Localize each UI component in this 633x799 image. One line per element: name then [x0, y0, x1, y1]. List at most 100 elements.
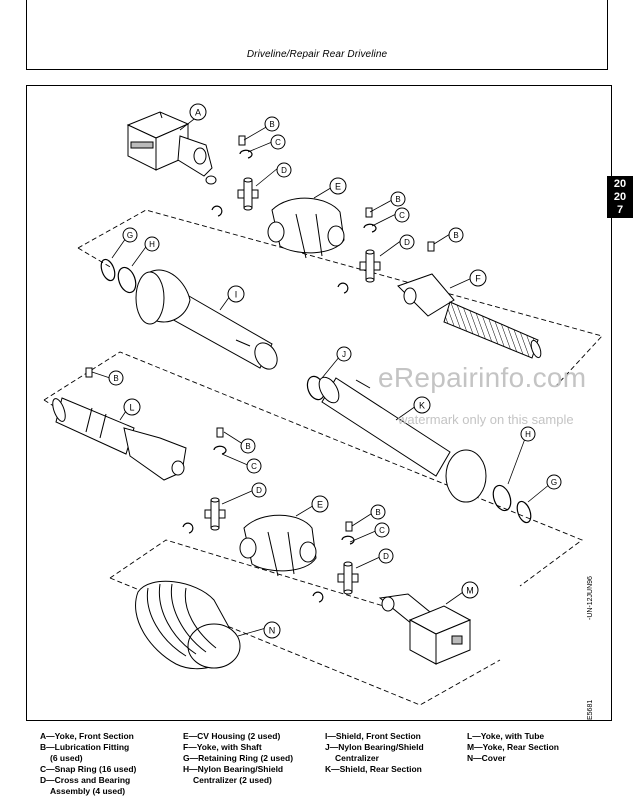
callout-n: N: [263, 621, 281, 639]
callout-d-2: D: [399, 234, 415, 250]
svg-text:D: D: [281, 166, 287, 175]
svg-text:G: G: [551, 478, 557, 487]
dashed-envelope-lower: [109, 539, 501, 706]
watermark-note: watermark only on this sample: [398, 412, 574, 427]
tab-line-2: 20: [613, 191, 627, 203]
legend-column-2: E—CV Housing (2 used) F—Yoke, with Shaft…: [183, 731, 293, 786]
svg-text:F: F: [475, 274, 481, 284]
svg-text:H: H: [149, 240, 155, 249]
callout-d-1: D: [276, 162, 292, 178]
legend-item-l: L—Yoke, with Tube: [467, 731, 545, 741]
shield-rear-section-part: [318, 376, 487, 503]
legend-item-m: M—Yoke, Rear Section: [467, 742, 559, 752]
callout-j: J: [336, 346, 352, 362]
svg-text:D: D: [256, 486, 262, 495]
legend-item-f: F—Yoke, with Shaft: [183, 742, 262, 752]
callout-b-3: B: [448, 227, 464, 243]
cv-housing-part-1: [267, 197, 345, 259]
cross-bearing-part-2: [359, 249, 381, 283]
svg-text:A: A: [195, 108, 201, 118]
legend-item-d-note: Assembly (4 used): [50, 786, 126, 796]
legend-item-g: G—Retaining Ring (2 used): [183, 753, 294, 763]
legend-item-c: C—Snap Ring (16 used): [40, 764, 137, 774]
shield-front-section-part: [135, 269, 278, 370]
svg-text:C: C: [275, 138, 281, 147]
legend-item-d: D—Cross and Bearing: [40, 775, 131, 785]
legend-column-3: I—Shield, Front Section J—Nylon Bearing/…: [325, 731, 424, 775]
svg-text:B: B: [395, 195, 400, 204]
cover-bellows-part: [135, 580, 241, 670]
tab-line-3: 7: [616, 204, 624, 216]
dashed-envelope-middle: [43, 351, 583, 587]
callout-l: L: [123, 398, 141, 416]
cross-bearing-part-3: [204, 497, 226, 531]
nylon-bearing-h-upper: [117, 266, 137, 294]
legend-item-h-note: Centralizer (2 used): [193, 775, 272, 785]
retaining-ring-g-lower: [516, 500, 532, 524]
callout-m: M: [461, 581, 479, 599]
callout-c-1: C: [270, 134, 286, 150]
lubrication-fittings: [85, 135, 435, 532]
callout-c-4: C: [374, 522, 390, 538]
callout-d-4: D: [378, 548, 394, 564]
svg-text:G: G: [127, 231, 133, 240]
callout-d-3: D: [251, 482, 267, 498]
svg-text:I: I: [235, 290, 238, 300]
svg-text:N: N: [269, 626, 276, 636]
legend-item-j: J—Nylon Bearing/Shield: [325, 742, 424, 752]
watermark-brand: eRepairinfo.com: [378, 362, 587, 393]
callout-g-2: G: [546, 474, 562, 490]
callout-b-1: B: [264, 116, 280, 132]
svg-text:M: M: [466, 586, 474, 596]
svg-text:C: C: [399, 211, 405, 220]
svg-text:D: D: [383, 552, 389, 561]
svg-text:D: D: [404, 238, 410, 247]
svg-text:C: C: [379, 526, 385, 535]
legend-item-e: E—CV Housing (2 used): [183, 731, 281, 741]
callout-b-2: B: [390, 191, 406, 207]
nylon-bearing-h-lower: [492, 484, 512, 512]
header-box: [26, 0, 608, 70]
legend-item-n: N—Cover: [467, 753, 506, 763]
svg-text:B: B: [245, 442, 250, 451]
svg-text:B: B: [113, 374, 118, 383]
callout-f: F: [469, 269, 487, 287]
legend-item-a: A—Yoke, Front Section: [40, 731, 134, 741]
page-title: Driveline/Repair Rear Driveline: [246, 49, 388, 60]
callout-b-5: B: [240, 438, 256, 454]
svg-text:L: L: [129, 403, 134, 413]
yoke-with-shaft-part: [397, 273, 542, 359]
callout-e-1: E: [329, 177, 347, 195]
side-code-date: -UN-12JUN96: [587, 576, 594, 620]
legend-item-b-note: (6 used): [50, 753, 83, 763]
svg-text:B: B: [269, 120, 274, 129]
svg-text:B: B: [453, 231, 458, 240]
callout-g-1: G: [122, 227, 138, 243]
callout-h-1: H: [144, 236, 160, 252]
cross-bearing-part-4: [337, 561, 359, 595]
svg-text:E: E: [335, 182, 341, 192]
callout-e-2: E: [311, 495, 329, 513]
tab-line-1: 20: [613, 178, 627, 190]
legend-item-h: H—Nylon Bearing/Shield: [183, 764, 284, 774]
legend-item-k: K—Shield, Rear Section: [325, 764, 422, 774]
callout-i: I: [227, 285, 245, 303]
diagram-frame: [26, 85, 612, 721]
callout-a: A: [189, 103, 207, 121]
svg-text:E: E: [317, 500, 323, 510]
svg-text:B: B: [375, 508, 380, 517]
yoke-rear-section-part: [378, 593, 472, 665]
yoke-front-section-part: [126, 111, 217, 185]
cv-housing-part-2: [239, 514, 317, 577]
cross-bearing-part-1: [237, 177, 259, 211]
legend-column-4: L—Yoke, with Tube M—Yoke, Rear Section N…: [467, 731, 559, 764]
side-code-figure: E5681: [587, 699, 594, 720]
callout-c-2: C: [394, 207, 410, 223]
legend-item-b: B—Lubrication Fitting: [40, 742, 130, 752]
svg-text:C: C: [251, 462, 257, 471]
svg-text:H: H: [525, 430, 531, 439]
yoke-with-tube-part: [52, 397, 187, 481]
callout-b-6: B: [370, 504, 386, 520]
callout-c-3: C: [246, 458, 262, 474]
